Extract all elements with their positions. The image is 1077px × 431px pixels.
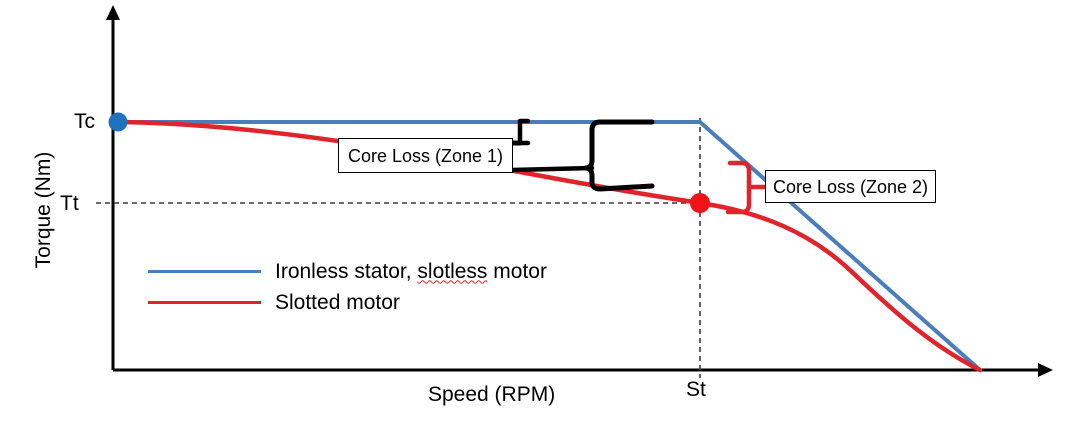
y-tick-label-tt: Tt — [60, 192, 79, 215]
zone1-leader-bracket-far — [583, 119, 655, 171]
zone1-leader-group — [509, 118, 655, 192]
y-axis-title: Torque (Nm) — [32, 151, 55, 269]
legend-label-ironless-slotless: Ironless stator, slotless motor — [275, 260, 547, 284]
legend-label-part-misspelled: slotless — [417, 259, 488, 283]
zone2-leader-bracket — [725, 160, 752, 215]
annotation-core-loss-zone-2: Core Loss (Zone 2) — [765, 170, 936, 203]
x-tick-label-st: St — [686, 378, 706, 401]
marker-transition-point-tt-st — [690, 193, 710, 213]
legend-swatch-blue-line-icon — [148, 270, 261, 273]
legend-label-part-post: motor — [487, 259, 547, 283]
marker-continuous-torque-tc — [108, 112, 128, 132]
legend-item-slotted: Slotted motor — [148, 287, 547, 318]
axis-group — [106, 5, 1053, 377]
y-tick-label-tc: Tc — [74, 110, 95, 133]
annotation-core-loss-zone-1: Core Loss (Zone 1) — [338, 138, 513, 173]
reference-lines-group — [96, 118, 701, 378]
y-axis-arrowhead — [106, 5, 120, 20]
zone1-leader-stem — [509, 165, 595, 173]
zone1-leader-bracket-far-lower — [583, 165, 655, 192]
series-line-ironless-slotless — [116, 120, 982, 372]
legend-label-slotted: Slotted motor — [275, 290, 400, 314]
legend-label-part-pre: Ironless stator, — [275, 259, 418, 283]
zone1-leader-bracket-near — [517, 118, 531, 146]
legend-item-ironless-slotless: Ironless stator, slotless motor — [148, 256, 547, 287]
chart-legend: Ironless stator, slotless motor Slotted … — [148, 256, 547, 318]
x-axis-title: Speed (RPM) — [428, 383, 556, 406]
series-line-slotted — [115, 119, 983, 373]
x-axis-arrowhead — [1038, 363, 1053, 377]
zone2-leader-group — [725, 160, 768, 215]
legend-swatch-red-line-icon — [148, 301, 261, 304]
